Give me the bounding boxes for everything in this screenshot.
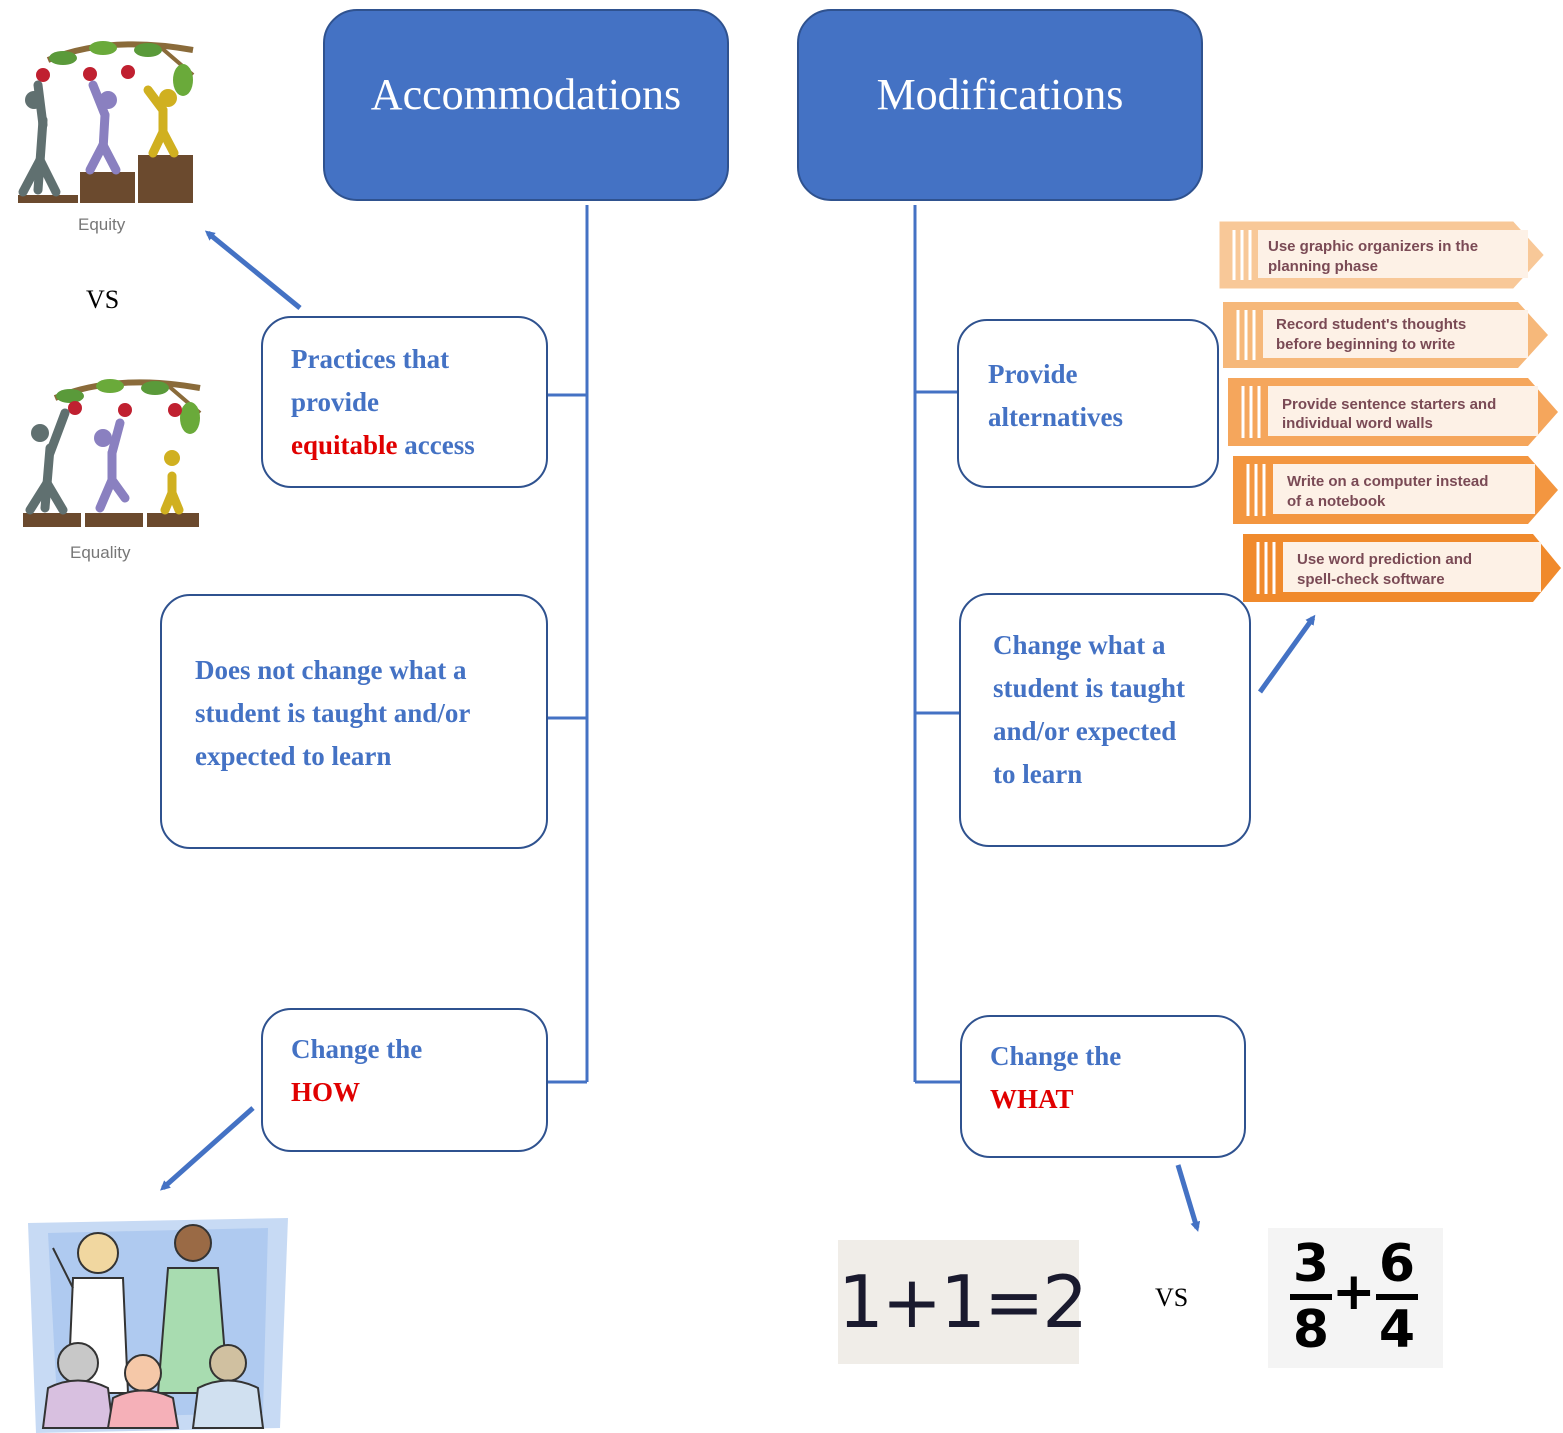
- accommodation-node-no-change: Does not change what a student is taught…: [160, 594, 548, 849]
- equality-caption: Equality: [70, 543, 131, 562]
- tip-2-line-1: Record student's thoughts: [1276, 316, 1466, 333]
- node-text-line: student is taught: [993, 673, 1186, 703]
- tip-arrow: Use graphic organizers in the planning p…: [1219, 221, 1544, 289]
- tip-arrow: Use word prediction and spell-check soft…: [1243, 534, 1561, 602]
- fraction-2-bar: [1376, 1294, 1418, 1300]
- fraction-1: 3 8: [1290, 1236, 1332, 1358]
- node-text-line: alternatives: [988, 402, 1123, 432]
- node-text-line: Change the: [291, 1034, 423, 1064]
- vs-label-top: VS: [86, 285, 120, 314]
- node-text-line: Provide: [988, 359, 1078, 389]
- tip-arrow: Write on a computer instead of a noteboo…: [1233, 456, 1558, 524]
- tip-1-line-1: Use graphic organizers in the: [1268, 238, 1478, 255]
- accommodation-node-equitable-access: Practices that provide equitable access: [261, 316, 548, 488]
- node-text-line: expected to learn: [195, 741, 392, 771]
- fraction-2-denominator: 4: [1378, 1300, 1416, 1360]
- node-text-line: equitable access: [291, 424, 546, 467]
- modification-node-change-what: Change the WHAT: [960, 1015, 1246, 1158]
- fraction-math-image: 3 8 + 6 4: [1268, 1228, 1443, 1368]
- equity-illustration: Equity: [18, 41, 195, 234]
- fraction-1-numerator: 3: [1292, 1234, 1330, 1294]
- node-text-line: student is taught and/or: [195, 698, 471, 728]
- tip-5-line-1: Use word prediction and: [1297, 551, 1472, 568]
- vs-label-bottom: VS: [1155, 1283, 1189, 1312]
- fraction-1-bar: [1290, 1294, 1332, 1300]
- fraction-1-denominator: 8: [1292, 1300, 1330, 1360]
- node-text-line: Practices that: [291, 344, 450, 374]
- modifications-header: Modifications: [797, 9, 1203, 201]
- accommodation-node-change-how: Change the HOW: [261, 1008, 548, 1152]
- fraction-2-numerator: 6: [1378, 1234, 1416, 1294]
- modification-node-alternatives: Provide alternatives: [957, 319, 1219, 488]
- tip-3-line-1: Provide sentence starters and: [1282, 396, 1496, 413]
- simple-math-text: 1+1=2: [838, 1260, 1088, 1344]
- tip-3-line-2: individual word walls: [1282, 415, 1433, 432]
- modification-node-change-what-taught: Change what a student is taught and/or e…: [959, 593, 1251, 847]
- simple-math-image: 1+1=2: [838, 1240, 1088, 1364]
- arrow-to-classroom: [160, 1106, 255, 1191]
- fraction-2: 6 4: [1376, 1236, 1418, 1358]
- node-text-line: Does not change what a: [195, 655, 467, 685]
- highlight-equitable: equitable: [291, 430, 398, 460]
- arrow-to-math: [1175, 1164, 1201, 1232]
- node-text-line: Change the: [990, 1041, 1122, 1071]
- tip-4-line-2: of a notebook: [1287, 493, 1386, 510]
- node-text-line: Change what a: [993, 630, 1166, 660]
- tip-2-line-2: before beginning to write: [1276, 336, 1455, 353]
- node-text-line: provide: [291, 387, 380, 417]
- tip-5-line-2: spell-check software: [1297, 571, 1445, 588]
- arrow-to-tips: [1257, 614, 1316, 694]
- modifications-title: Modifications: [876, 70, 1124, 119]
- node-text-rest: access: [397, 430, 475, 460]
- node-text-line: to learn: [993, 759, 1083, 789]
- node-text-line: and/or expected: [993, 716, 1177, 746]
- classroom-illustration: [28, 1218, 288, 1433]
- plus-sign: +: [1332, 1262, 1376, 1322]
- writing-tips-graphic: Use graphic organizers in the planning p…: [1219, 221, 1561, 602]
- accommodations-title: Accommodations: [370, 70, 682, 119]
- tip-arrow: Provide sentence starters and individual…: [1228, 378, 1558, 446]
- tip-arrow: Record student's thoughts before beginni…: [1223, 302, 1548, 368]
- equity-caption: Equity: [78, 215, 126, 234]
- arrow-to-equity: [204, 230, 302, 310]
- equality-illustration: Equality: [23, 379, 202, 562]
- accommodations-header: Accommodations: [323, 9, 729, 201]
- tip-1-line-2: planning phase: [1268, 258, 1378, 275]
- highlight-what: WHAT: [990, 1084, 1074, 1114]
- tip-4-line-1: Write on a computer instead: [1287, 473, 1488, 490]
- highlight-how: HOW: [291, 1077, 361, 1107]
